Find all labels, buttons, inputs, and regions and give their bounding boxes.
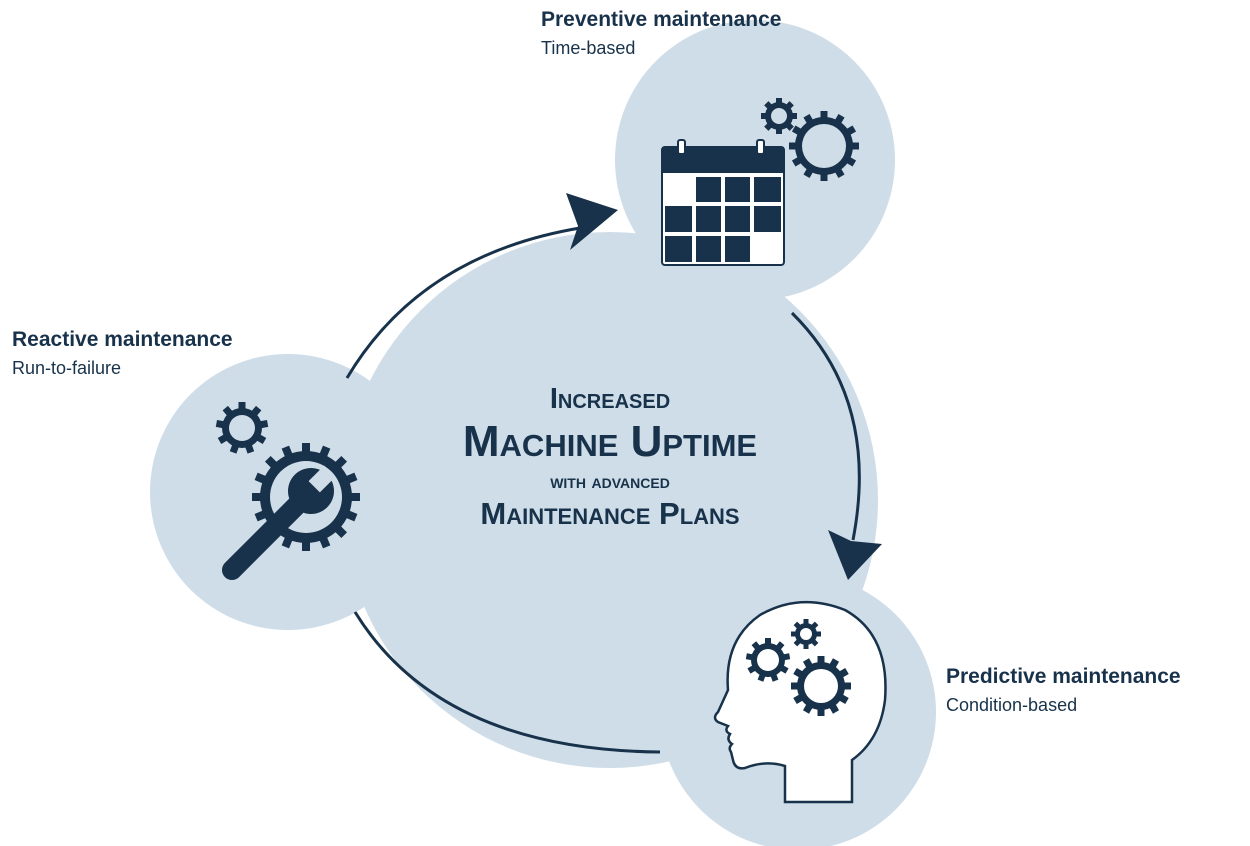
- arrowhead-right: [828, 530, 882, 580]
- preventive-label: Preventive maintenance Time-based: [541, 8, 781, 59]
- preventive-subtitle: Time-based: [541, 38, 636, 59]
- center-title-line4: Maintenance Plans: [480, 496, 740, 531]
- arrowhead-top: [566, 193, 618, 250]
- predictive-label: Predictive maintenance Condition-based: [946, 665, 1181, 716]
- center-title-line3: with advanced: [550, 471, 670, 493]
- center-title: Increased Machine Uptime with advanced M…: [330, 383, 890, 531]
- reactive-label: Reactive maintenance Run-to-failure: [12, 328, 233, 379]
- reactive-subtitle: Run-to-failure: [12, 358, 122, 379]
- arrow-reactive-to-preventive: [345, 226, 581, 379]
- predictive-title: Predictive maintenance: [946, 665, 1181, 688]
- predictive-subtitle: Condition-based: [946, 695, 1078, 716]
- calendar-gears-icon: [661, 98, 859, 266]
- center-title-line2: Machine Uptime: [462, 417, 758, 466]
- reactive-title: Reactive maintenance: [12, 328, 233, 351]
- wrench-gears-icon: [215, 402, 360, 580]
- head-gears-icon: [713, 600, 887, 804]
- arrow-predictive-to-reactive: [353, 611, 661, 754]
- center-title-line1: Increased: [549, 383, 671, 415]
- preventive-title: Preventive maintenance: [541, 8, 782, 31]
- cycle-arrows: [345, 226, 861, 754]
- arrow-preventive-to-predictive: [790, 311, 861, 541]
